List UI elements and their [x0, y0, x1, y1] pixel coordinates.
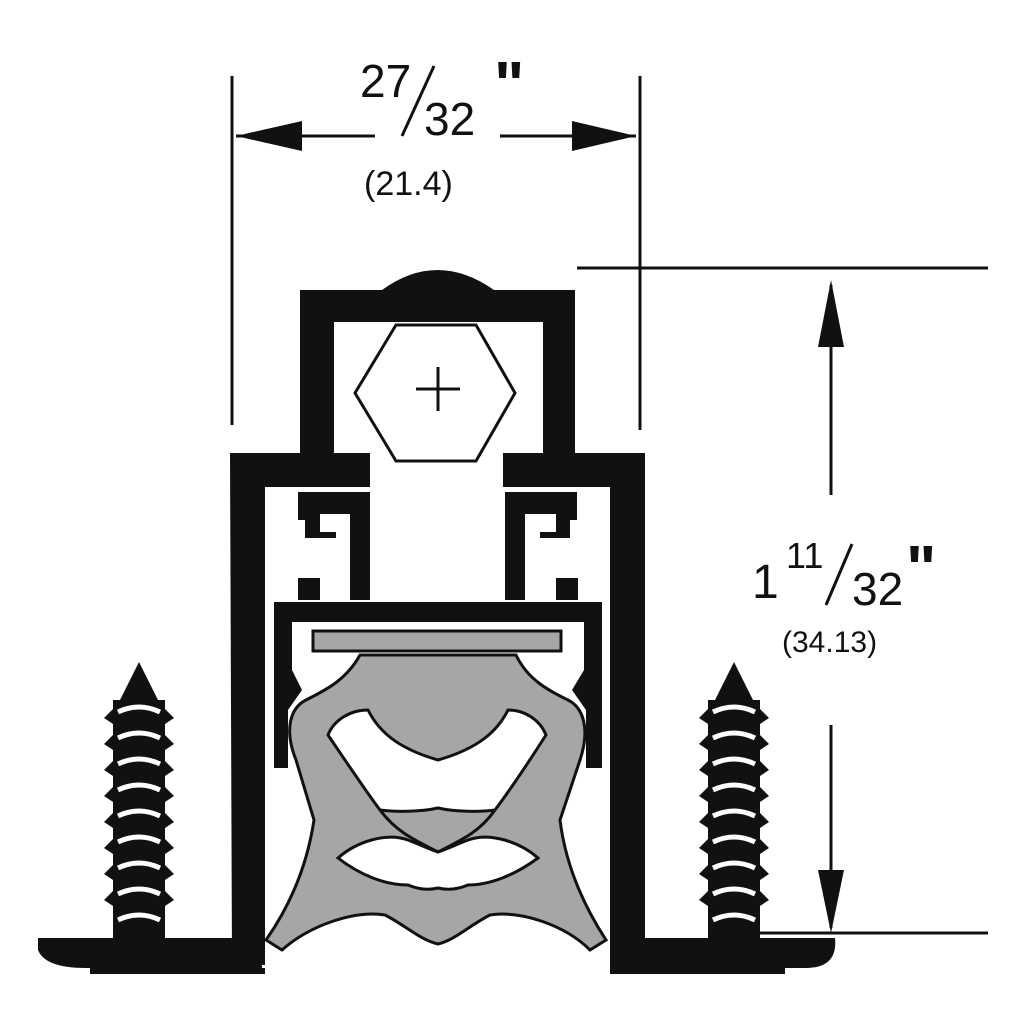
width-fraction-bar: [400, 65, 436, 137]
screw-icon: [699, 662, 769, 938]
base-flange-left-underside: [90, 968, 265, 974]
height-arrow-down: [818, 870, 844, 933]
screw-icon: [104, 662, 174, 938]
inner-carrier: [274, 492, 602, 768]
base-flange-right-underside: [610, 968, 785, 974]
left-screw-shank: [113, 700, 165, 938]
top-carrier: [300, 270, 575, 465]
height-metric: (34.13): [782, 626, 877, 659]
width-inch-mark: ": [494, 48, 524, 120]
height-inch-mark: ": [906, 532, 936, 604]
height-fraction-bar: [824, 543, 854, 606]
neoprene-seal: [263, 629, 609, 952]
right-screw-thread-tips: [699, 706, 769, 908]
width-dimension: 27 32 " (21.4): [230, 48, 642, 430]
housing-left-wall: [230, 453, 370, 965]
inner-tab-left: [298, 578, 320, 600]
seal-top-strip: [311, 629, 563, 653]
inner-hook-left: [298, 492, 370, 600]
width-numerator: 27: [360, 55, 411, 107]
height-whole: 1: [752, 556, 779, 609]
right-screw-shank: [708, 700, 760, 938]
seal-retainer-channel: [274, 602, 602, 768]
adjuster-cap: [382, 270, 494, 290]
base-flange-left: [38, 938, 262, 968]
seal-inner-web: [378, 809, 497, 854]
height-numerator: 11: [786, 535, 823, 576]
left-screw-threads: [116, 704, 162, 923]
left-screw-thread-tips: [104, 706, 174, 908]
width-metric: (21.4): [364, 165, 453, 203]
outer-housing: [38, 453, 836, 974]
right-screw-tip: [715, 662, 753, 700]
inner-hook-right: [505, 492, 577, 600]
width-arrow-left: [236, 121, 302, 151]
housing-right-wall: [503, 453, 645, 965]
left-screw-tip: [120, 662, 158, 700]
width-arrow-right: [572, 121, 636, 151]
hex-nut-icon: [353, 323, 517, 463]
top-channel: [300, 290, 575, 465]
width-denominator: 32: [424, 93, 475, 145]
seal-body: [263, 653, 609, 952]
inner-tab-right: [556, 578, 578, 600]
right-screw-threads: [711, 704, 757, 923]
height-arrow-up: [818, 280, 844, 347]
height-dimension: 1 11 32 " (34.13): [577, 266, 988, 935]
base-flange-right: [610, 938, 836, 968]
height-denominator: 32: [852, 563, 903, 615]
